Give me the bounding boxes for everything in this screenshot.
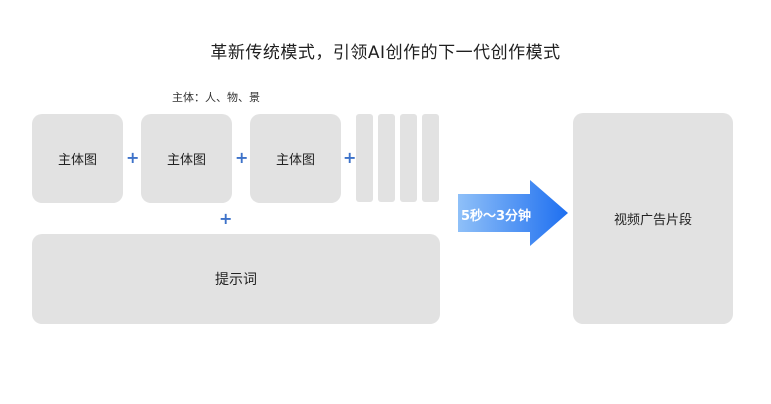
subject-strip-4 — [422, 114, 439, 202]
plus-sign-2: + — [235, 148, 249, 167]
video-ad-clip-label: 视频广告片段 — [613, 213, 692, 228]
plus-sign-4: + — [219, 209, 233, 228]
subject-strip-3 — [400, 114, 417, 202]
right-arrow-icon — [458, 180, 568, 246]
subject-image-label-3: 主体图 — [275, 153, 315, 168]
plus-sign-3: + — [343, 148, 357, 167]
subject-caption: 主体：人、物、景 — [172, 91, 260, 104]
subject-image-label-2: 主体图 — [166, 153, 206, 168]
prompt-label: 提示词 — [215, 272, 257, 288]
subject-strip-2 — [378, 114, 395, 202]
subject-image-box-1: 主体图 — [32, 114, 123, 203]
prompt-box: 提示词 — [32, 234, 440, 324]
subject-image-label-1: 主体图 — [57, 153, 97, 168]
video-ad-clip-box: 视频广告片段 — [573, 113, 733, 324]
plus-sign-1: + — [126, 148, 140, 167]
diagram-title: 革新传统模式，引领AI创作的下一代创作模式 — [210, 43, 561, 63]
subject-strip-1 — [356, 114, 373, 202]
subject-image-box-3: 主体图 — [250, 114, 341, 203]
subject-image-box-2: 主体图 — [141, 114, 232, 203]
duration-label: 5秒～3分钟 — [460, 209, 532, 224]
